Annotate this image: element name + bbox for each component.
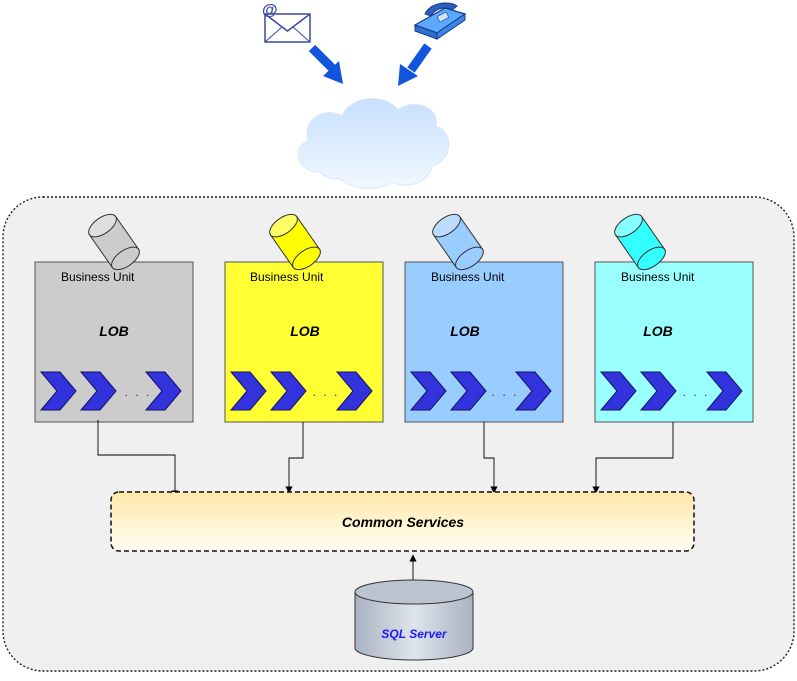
chevron-right-icon: [79, 371, 117, 411]
ellipsis: . . .: [313, 385, 340, 399]
chevron-right-icon: [705, 371, 743, 411]
chevron-right-icon: [144, 371, 182, 411]
business-unit-3: Business Unit LOB . . .: [404, 213, 564, 423]
svg-text:@: @: [262, 2, 278, 19]
database-cylinder-icon: [614, 213, 666, 271]
chevron-right-icon: [335, 371, 373, 411]
business-unit-title: Business Unit: [61, 270, 135, 284]
business-unit-2: Business Unit LOB . . .: [224, 213, 384, 423]
connector-bu3: [483, 422, 498, 494]
phone-icon: [413, 2, 467, 40]
lob-label: LOB: [450, 323, 480, 339]
chevron-right-icon: [599, 371, 637, 411]
chevron-right-icon: [514, 371, 552, 411]
business-unit-title: Business Unit: [621, 270, 695, 284]
email-to-cloud-arrow: [308, 44, 343, 84]
common-services-label: Common Services: [342, 514, 464, 530]
database-cylinder-icon: [88, 213, 140, 271]
business-unit-1: Business Unit LOB . . .: [34, 213, 194, 423]
chevron-right-icon: [409, 371, 447, 411]
connectors: [97, 420, 674, 582]
chevron-right-icon: [269, 371, 307, 411]
ellipsis: . . .: [492, 385, 519, 399]
database-cylinder-icon: [432, 213, 484, 271]
common-services: Common Services: [110, 491, 695, 552]
chevron-right-icon: [449, 371, 487, 411]
business-unit-4: Business Unit LOB . . .: [594, 213, 754, 423]
cloud-icon: [297, 98, 450, 189]
business-unit-title: Business Unit: [250, 270, 324, 284]
connector-bu4: [592, 422, 674, 494]
ellipsis: . . .: [683, 385, 710, 399]
database-cylinder-icon: [269, 213, 321, 271]
business-unit-title: Business Unit: [431, 270, 505, 284]
ellipsis: . . .: [125, 385, 152, 399]
chevron-right-icon: [39, 371, 77, 411]
lob-label: LOB: [643, 323, 673, 339]
sql-server-database: SQL Server: [354, 579, 474, 661]
phone-to-cloud-arrow: [398, 43, 432, 86]
chevron-right-icon: [229, 371, 267, 411]
connector-bu2: [285, 422, 304, 494]
sql-server-label: SQL Server: [381, 627, 447, 641]
connector-bu1: [97, 420, 179, 498]
email-icon: @: [262, 2, 311, 43]
common-services-box: [110, 491, 695, 552]
lob-label: LOB: [99, 323, 129, 339]
chevron-right-icon: [639, 371, 677, 411]
lob-label: LOB: [290, 323, 320, 339]
